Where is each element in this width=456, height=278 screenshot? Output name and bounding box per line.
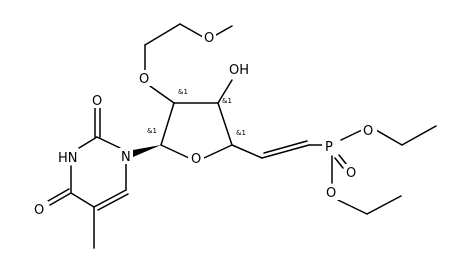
- methoxy-oxygen-label: O: [204, 31, 214, 46]
- stereo-label-c3: &1: [222, 97, 232, 105]
- bond-c2-n3: [78, 136, 98, 149]
- phosphoryl-oxygen-label: O: [346, 166, 356, 181]
- bond-c4-vinyl: [231, 144, 263, 159]
- bond-o-lower-ch2: [337, 199, 368, 215]
- bond-lower-ch2-ch3: [366, 195, 402, 215]
- bond-vinyl-double-a: [261, 144, 310, 159]
- hydroxyl-label: OH: [229, 63, 249, 78]
- bond-c5-c6-a: [93, 189, 127, 208]
- bond-c4-o-b: [47, 188, 70, 202]
- phosphonate-lower-oxygen-label: O: [326, 186, 336, 201]
- bond-ch2-ch2: [144, 23, 181, 46]
- bond-upper-ch2-ch3: [401, 125, 437, 146]
- n1-label: N: [121, 150, 131, 165]
- stereo-label-c4: &1: [236, 129, 246, 137]
- stereo-label-c2: &1: [178, 88, 188, 96]
- c4-carbonyl-oxygen-label: O: [34, 203, 44, 218]
- bond-vinyl-double-b: [263, 140, 308, 154]
- stereo-labels: &1 &1 &1 &1: [147, 88, 246, 137]
- bond-o-upper-ch2: [375, 129, 403, 146]
- nh-label: HN: [58, 151, 78, 166]
- bond-c1-n1-wedge: [133, 145, 161, 157]
- bond-c3-oh: [217, 79, 233, 104]
- ether-oxygen-label: O: [139, 72, 149, 87]
- bond-me-o: [215, 25, 233, 36]
- bond-c5-c6-b: [97, 193, 129, 211]
- bond-n1-c2: [96, 136, 121, 149]
- phosphonate-upper-oxygen-label: O: [363, 124, 373, 139]
- phosphorus-label: P: [325, 140, 333, 155]
- bond-c1-c2: [160, 102, 175, 146]
- bond-o2-c2: [149, 85, 175, 104]
- bond-c4-o-a: [49, 192, 72, 206]
- bond-c4-oring: [203, 144, 233, 159]
- bonds: [47, 23, 437, 249]
- bond-c3-c4: [217, 102, 233, 146]
- bond-p-o-double-a: [338, 154, 348, 166]
- bond-o-ch2: [179, 23, 204, 38]
- atom-labels: O O OH O N HN O O P O O O: [32, 29, 377, 218]
- bond-oring-c1: [160, 144, 190, 159]
- bond-p-o-double-b: [334, 157, 344, 169]
- bond-c4-c5: [70, 192, 95, 208]
- bond-p-o-upper: [340, 129, 363, 141]
- stereo-label-c1: &1: [147, 127, 157, 135]
- ring-oxygen-label: O: [191, 152, 201, 167]
- c2-carbonyl-oxygen-label: O: [92, 94, 102, 109]
